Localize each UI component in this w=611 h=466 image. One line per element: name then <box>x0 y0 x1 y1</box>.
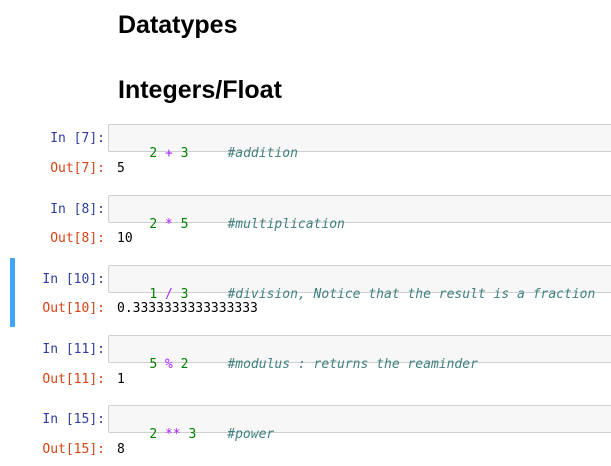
code-number: 3 <box>180 146 189 161</box>
output-prompt: Out[8]: <box>50 231 105 246</box>
code-input[interactable]: 2 + 3 #addition <box>108 124 611 161</box>
section-heading: Integers/Float <box>118 76 282 104</box>
code-input[interactable]: 5 % 2 #modulus : returns the reaminder <box>108 335 611 372</box>
code-input[interactable]: 2 * 5 #multiplication <box>108 195 611 232</box>
code-number: 2 <box>180 357 189 372</box>
code-cell[interactable]: In [15]: 2 ** 3 #power Out[15]: 8 <box>10 404 611 464</box>
input-prompt: In [7]: <box>50 131 105 146</box>
code-input[interactable]: 2 ** 3 #power <box>108 405 611 442</box>
code-comment: #addition <box>227 146 298 161</box>
code-operator: / <box>164 287 173 302</box>
output-prompt: Out[15]: <box>42 442 105 457</box>
code-number: 3 <box>188 427 197 442</box>
notebook-title: Datatypes <box>118 11 238 39</box>
code-number: 5 <box>180 217 189 232</box>
code-number: 5 <box>149 357 158 372</box>
code-cell-selected[interactable]: In [10]: 1 / 3 #division, Notice that the… <box>10 258 611 327</box>
output-prompt: Out[7]: <box>50 161 105 176</box>
code-cell[interactable]: In [8]: 2 * 5 #multiplication Out[8]: 10 <box>10 193 611 253</box>
code-cell[interactable]: In [7]: 2 + 3 #addition Out[7]: 5 <box>10 123 611 183</box>
cell-output: 8 <box>117 442 125 457</box>
code-number: 2 <box>149 146 158 161</box>
cell-output: 1 <box>117 372 125 387</box>
code-number: 2 <box>149 427 158 442</box>
code-operator: * <box>164 217 173 232</box>
input-prompt: In [8]: <box>50 202 105 217</box>
input-prompt: In [10]: <box>42 272 105 287</box>
code-number: 3 <box>180 287 189 302</box>
code-operator: % <box>164 357 173 372</box>
code-number: 2 <box>149 217 158 232</box>
input-prompt: In [15]: <box>42 412 105 427</box>
code-comment: #division, Notice that the result is a f… <box>227 287 596 302</box>
cell-output: 5 <box>117 161 125 176</box>
code-number: 1 <box>149 287 158 302</box>
code-operator: ** <box>164 427 181 442</box>
cell-output: 0.3333333333333333 <box>117 301 258 316</box>
cell-output: 10 <box>117 231 133 246</box>
code-input[interactable]: 1 / 3 #division, Notice that the result i… <box>108 265 611 302</box>
code-comment: #modulus : returns the reaminder <box>227 357 478 372</box>
code-comment: #power <box>227 427 275 442</box>
output-prompt: Out[11]: <box>42 372 105 387</box>
code-cell[interactable]: In [11]: 5 % 2 #modulus : returns the rea… <box>10 334 611 394</box>
code-comment: #multiplication <box>227 217 345 232</box>
code-operator: + <box>164 146 173 161</box>
input-prompt: In [11]: <box>42 342 105 357</box>
output-prompt: Out[10]: <box>42 301 105 316</box>
